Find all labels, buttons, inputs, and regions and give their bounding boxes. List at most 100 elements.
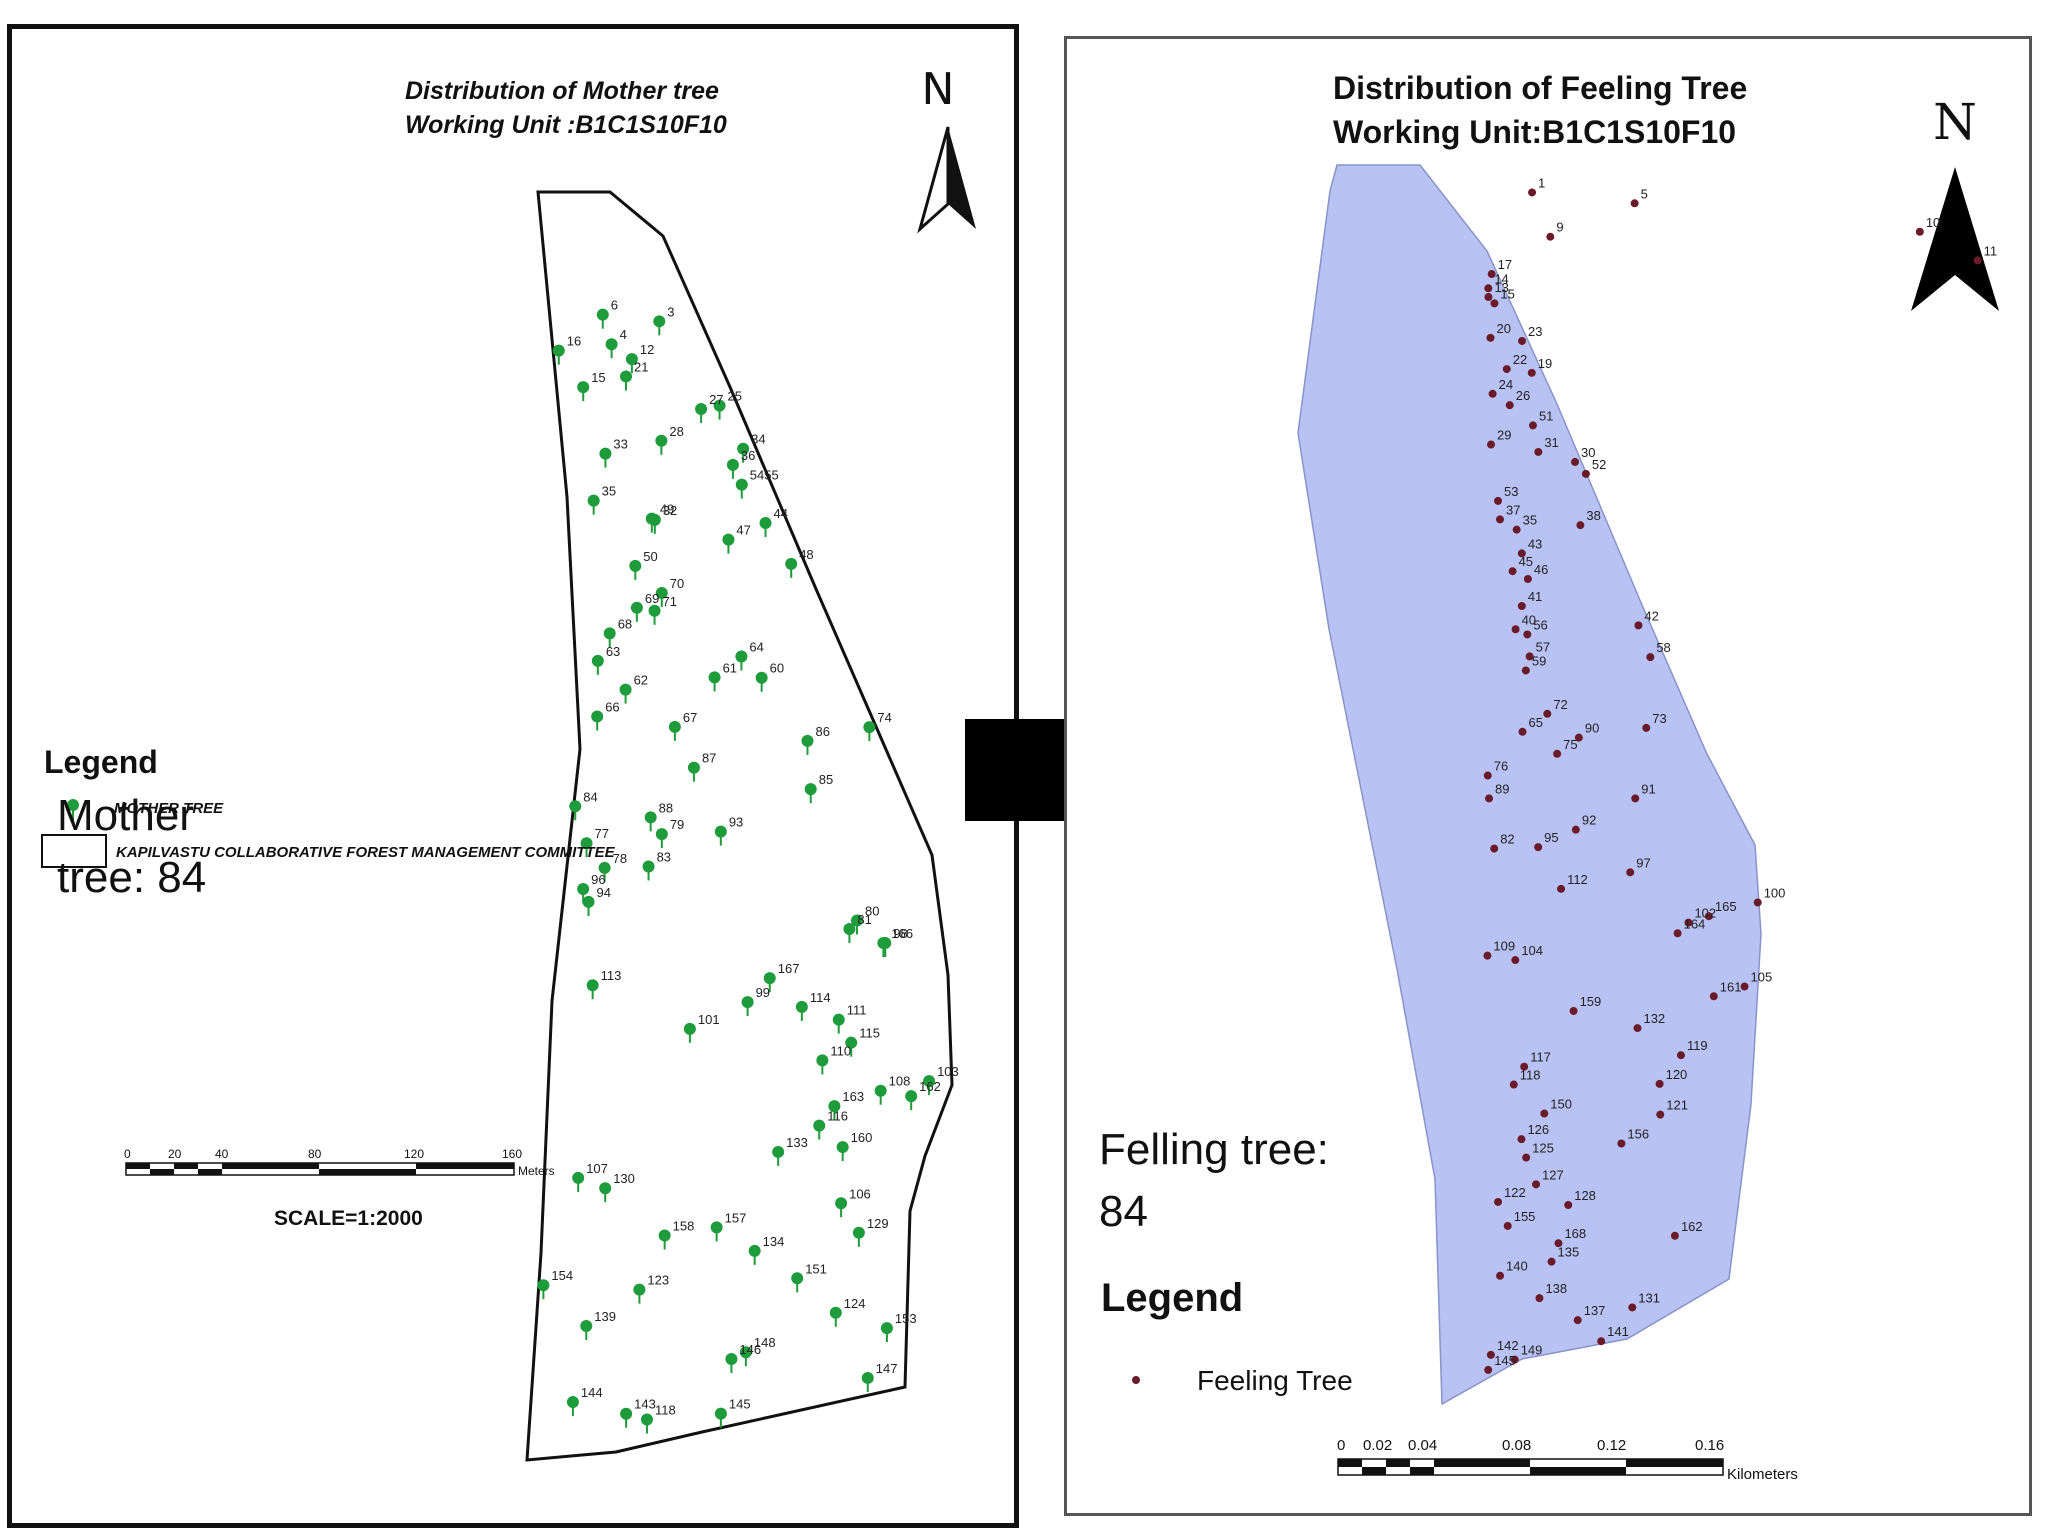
felling-tree-point: 118 bbox=[1509, 1068, 1540, 1089]
felling-tree-label: 165 bbox=[1715, 899, 1737, 914]
mother-tree-label: 96 bbox=[591, 872, 605, 887]
felling-tree-label: 45 bbox=[1519, 554, 1533, 569]
mother-tree-label: 70 bbox=[670, 576, 684, 591]
felling-tree-point: 72 bbox=[1543, 697, 1568, 718]
felling-tree-label: 53 bbox=[1504, 484, 1518, 499]
felling-tree-label: 91 bbox=[1641, 781, 1655, 796]
felling-tree-point: 19 bbox=[1527, 356, 1552, 377]
felling-tree-label: 102 bbox=[1694, 906, 1716, 921]
felling-tree-point: 122 bbox=[1494, 1185, 1526, 1206]
svg-text:0: 0 bbox=[1337, 1437, 1345, 1454]
felling-tree-point: 145 bbox=[1484, 1353, 1516, 1374]
felling-tree-label: 76 bbox=[1494, 759, 1508, 774]
felling-tree-point: 112 bbox=[1557, 872, 1588, 893]
mother-tree-label: 160 bbox=[851, 1130, 873, 1145]
felling-tree-label: 9 bbox=[1556, 220, 1563, 235]
felling-tree-label: 135 bbox=[1558, 1245, 1580, 1260]
felling-tree-label: 73 bbox=[1652, 711, 1666, 726]
felling-tree-point: 126 bbox=[1517, 1122, 1549, 1144]
mother-tree-label: 115 bbox=[859, 1026, 880, 1041]
felling-tree-label: 141 bbox=[1607, 1324, 1629, 1339]
mother-tree-label: 144 bbox=[581, 1385, 603, 1400]
felling-tree-point: 45 bbox=[1508, 554, 1533, 576]
felling-tree-point: 82 bbox=[1490, 832, 1515, 853]
mother-tree-point: 71 bbox=[648, 594, 677, 625]
felling-tree-label: 14 bbox=[1494, 271, 1508, 286]
mother-tree-point: 74 bbox=[863, 710, 892, 742]
mother-tree-label: 163 bbox=[842, 1089, 864, 1104]
felling-tree-label: 17 bbox=[1498, 257, 1512, 272]
mother-tree-label: 79 bbox=[670, 817, 684, 832]
felling-tree-point: 24 bbox=[1488, 377, 1513, 398]
felling-tree-label: 38 bbox=[1586, 508, 1600, 523]
mother-tree-label: 84 bbox=[583, 789, 597, 804]
mother-tree-label: 12 bbox=[640, 342, 654, 357]
felling-tree-label: 142 bbox=[1497, 1338, 1519, 1353]
felling-tree-point: 127 bbox=[1532, 1167, 1564, 1189]
mother-tree-point: 47 bbox=[722, 523, 751, 554]
mother-tree-label: 157 bbox=[725, 1210, 747, 1225]
felling-tree-label: 59 bbox=[1532, 653, 1546, 668]
mother-tree-point: 107 bbox=[572, 1161, 608, 1192]
mother-tree-label: 66 bbox=[605, 699, 619, 714]
forest-boundary bbox=[525, 190, 954, 1462]
felling-tree-map-panel: Distribution of Feeling Tree Working Uni… bbox=[1064, 36, 2032, 1516]
mother-tree-point: 25 bbox=[713, 389, 742, 420]
mother-tree-label: 69 bbox=[645, 591, 659, 606]
mother-tree-label: 44 bbox=[774, 506, 788, 521]
felling-tree-point: 149 bbox=[1510, 1343, 1542, 1364]
felling-tree-point: 31 bbox=[1534, 435, 1559, 456]
mother-tree-label: 34 bbox=[751, 432, 765, 447]
felling-tree-point: 128 bbox=[1564, 1188, 1596, 1209]
right-map-title-line2: Working Unit:B1C1S10F10 bbox=[1333, 114, 1736, 150]
mother-tree-point: 106 bbox=[835, 1186, 871, 1218]
felling-tree-label: 65 bbox=[1529, 715, 1543, 730]
felling-tree-point: 14 bbox=[1484, 271, 1509, 293]
felling-tree-label: 58 bbox=[1656, 640, 1670, 655]
left-map-title-line2: Working Unit :B1C1S10F10 bbox=[405, 111, 727, 139]
mother-tree-point: 21 bbox=[619, 360, 648, 391]
felling-tree-label: 35 bbox=[1523, 513, 1537, 528]
mother-tree-label: 158 bbox=[673, 1218, 695, 1233]
mother-tree-point: 81 bbox=[843, 912, 872, 944]
mother-tree-point: 166 bbox=[877, 926, 913, 958]
mother-tree-point: 139 bbox=[580, 1309, 616, 1340]
felling-tree-point: 57 bbox=[1525, 639, 1550, 661]
felling-tree-label: 82 bbox=[1500, 832, 1514, 847]
mother-tree-point: 64 bbox=[735, 640, 764, 671]
mother-tree-label: 134 bbox=[763, 1234, 785, 1249]
svg-text:40: 40 bbox=[215, 1147, 229, 1161]
felling-tree-label: 40 bbox=[1522, 612, 1536, 627]
mother-tree-label: 94 bbox=[597, 885, 611, 900]
mother-tree-point: 134 bbox=[748, 1234, 785, 1265]
felling-tree-point: 37 bbox=[1495, 502, 1520, 524]
mother-tree-icon bbox=[67, 799, 79, 823]
mother-tree-point: 70 bbox=[655, 576, 684, 607]
mother-tree-label: 5455 bbox=[750, 468, 779, 483]
felling-tree-point: 22 bbox=[1502, 352, 1527, 374]
mother-tree-label: 16 bbox=[567, 334, 581, 349]
felling-tree-label: 41 bbox=[1528, 589, 1542, 604]
mother-tree-label: 62 bbox=[634, 673, 648, 688]
felling-tree-label: 51 bbox=[1539, 408, 1553, 423]
felling-tree-point: 97 bbox=[1626, 855, 1651, 877]
felling-tree-point: 132 bbox=[1633, 1011, 1665, 1033]
svg-text:0: 0 bbox=[124, 1147, 131, 1161]
felling-tree-label: 140 bbox=[1506, 1259, 1528, 1274]
mother-tree-point: 4 bbox=[605, 327, 627, 359]
felling-tree-point: 156 bbox=[1617, 1126, 1649, 1148]
felling-tree-point: 141 bbox=[1597, 1324, 1629, 1346]
felling-tree-point: 43 bbox=[1517, 536, 1542, 558]
svg-text:0.02: 0.02 bbox=[1363, 1437, 1392, 1454]
mother-tree-label: 143 bbox=[634, 1397, 656, 1412]
mother-tree-point: 35 bbox=[587, 484, 616, 515]
felling-tree-point: 38 bbox=[1576, 508, 1601, 530]
felling-tree-label: 127 bbox=[1542, 1167, 1564, 1182]
mother-tree-label: 133 bbox=[786, 1135, 808, 1150]
mother-tree-label: 153 bbox=[895, 1311, 917, 1326]
felling-tree-point: 53 bbox=[1494, 484, 1519, 505]
mother-tree-label: 124 bbox=[844, 1296, 866, 1311]
felling-tree-point: 26 bbox=[1505, 388, 1530, 410]
mother-tree-label: 86 bbox=[815, 724, 829, 739]
